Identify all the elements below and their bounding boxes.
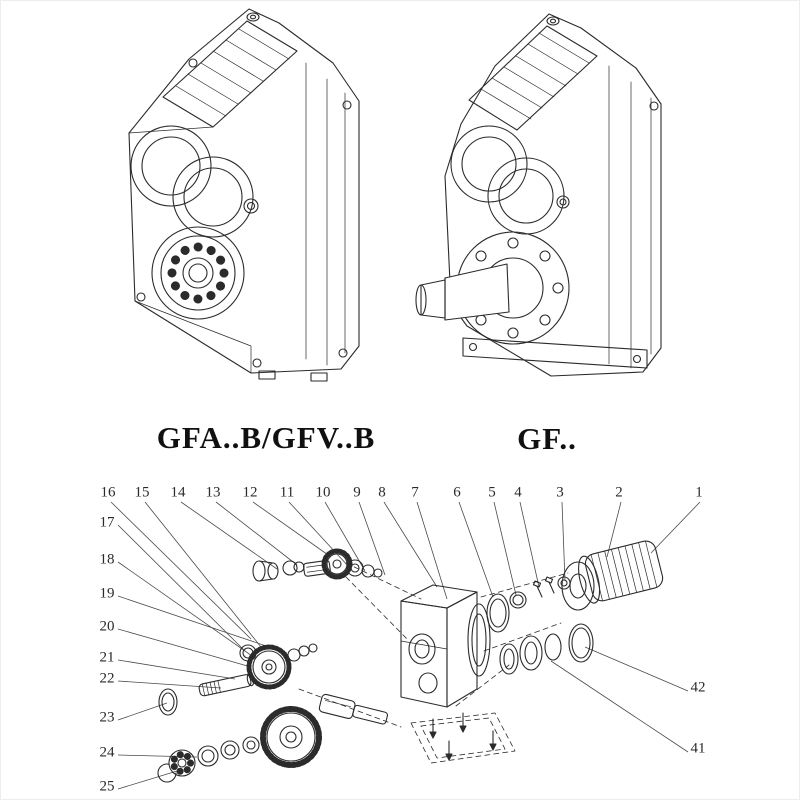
exploded-parts	[157, 540, 664, 783]
lifting-eye-icon	[546, 16, 560, 26]
part-number-12: 12	[242, 484, 258, 501]
output-gear	[260, 706, 322, 768]
part-number-42: 42	[690, 679, 706, 696]
cover-gasket	[410, 712, 516, 764]
exploded-diagram	[110, 501, 701, 790]
output-bearing-rings	[499, 623, 594, 675]
part-number-13: 13	[205, 484, 221, 501]
part-number-20: 20	[99, 618, 115, 635]
part-number-6: 6	[453, 484, 461, 501]
part-number-15: 15	[134, 484, 150, 501]
part-number-25: 25	[99, 778, 115, 795]
part-number-21: 21	[99, 649, 115, 666]
part-number-17: 17	[99, 514, 115, 531]
model-label-left: GFA..B/GFV..B	[156, 420, 376, 455]
leader-lines	[110, 501, 701, 790]
intermediate-gear	[246, 644, 292, 690]
part-number-11: 11	[279, 484, 295, 501]
part-number-7: 7	[411, 484, 419, 501]
pinion-shaft	[198, 673, 255, 697]
part-number-18: 18	[99, 551, 115, 568]
oil-plug-icon	[556, 195, 570, 209]
model-label-right: GF..	[517, 421, 577, 456]
part-number-9: 9	[353, 484, 361, 501]
part-number-24: 24	[99, 744, 115, 761]
part-number-3: 3	[556, 484, 564, 501]
bearing-washer-row	[157, 736, 260, 783]
intermediate-gear-set	[239, 643, 318, 690]
part-number-5: 5	[488, 484, 496, 501]
gearbox-drawing-left	[128, 8, 360, 382]
part-number-23: 23	[99, 709, 115, 726]
hollow-shaft	[318, 693, 389, 725]
cover-bolts	[429, 712, 497, 761]
input-shaft-assembly	[252, 548, 383, 582]
gearbox-left-art	[128, 8, 360, 382]
oil-plug-icon	[243, 198, 259, 214]
motor	[561, 540, 664, 611]
lifting-eye-icon	[246, 12, 260, 22]
part-number-2: 2	[615, 484, 623, 501]
gearbox-drawing-right	[415, 13, 662, 377]
oil-seal	[158, 688, 178, 716]
gearbox-right-art	[415, 13, 662, 377]
part-number-22: 22	[99, 670, 115, 687]
part-number-1: 1	[695, 484, 703, 501]
flange-bolts	[532, 576, 571, 598]
part-number-10: 10	[315, 484, 331, 501]
alignment-lines	[298, 562, 569, 728]
input-gear	[321, 548, 353, 580]
part-number-19: 19	[99, 585, 115, 602]
output-bearing	[151, 226, 245, 320]
output-shaft	[415, 263, 510, 321]
snap-ring	[157, 763, 177, 783]
part-number-41: 41	[690, 740, 706, 757]
shim-rings	[486, 591, 527, 633]
housing	[400, 584, 491, 708]
part-number-14: 14	[170, 484, 186, 501]
part-number-16: 16	[100, 484, 116, 501]
part-number-8: 8	[378, 484, 386, 501]
part-number-4: 4	[514, 484, 522, 501]
